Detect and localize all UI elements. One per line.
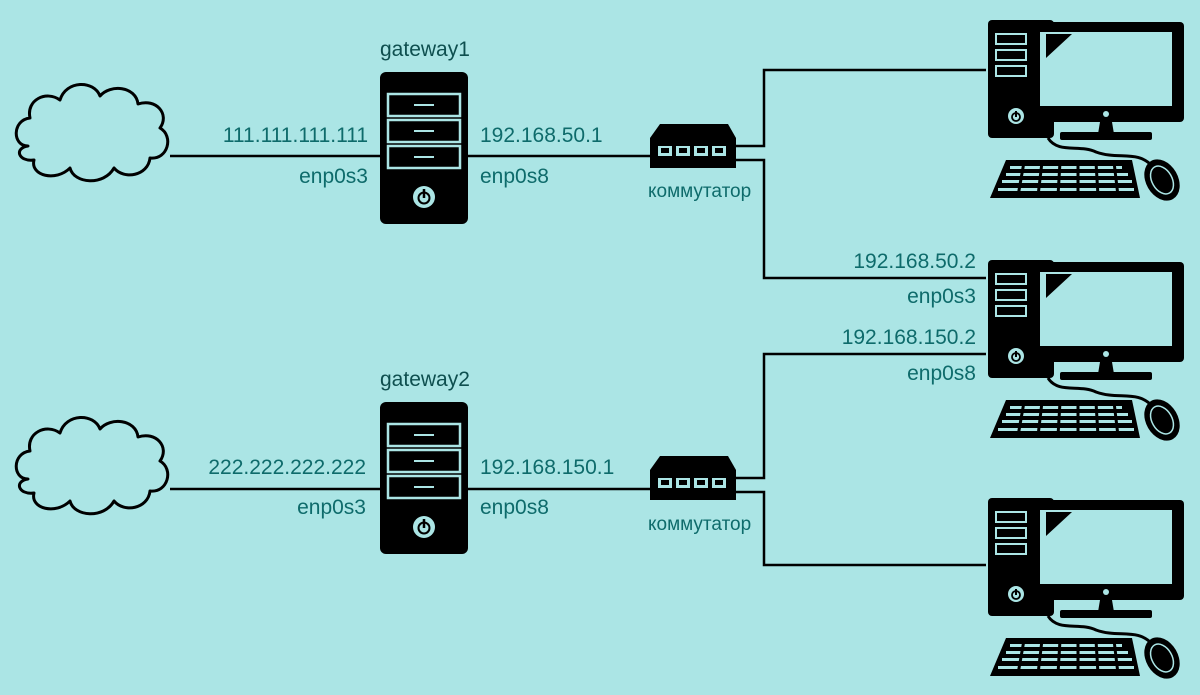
workstation-middle-ip1: 192.168.50.2 [853, 250, 976, 273]
gateway2-hostname: gateway2 [380, 368, 470, 391]
gateway2-lan-ip: 192.168.150.1 [480, 456, 615, 479]
switch2-label: коммутатор [648, 514, 752, 535]
gateway2-wan-ip: 222.222.222.222 [208, 456, 366, 479]
gateway1-wan-ip: 111.111.111.111 [222, 124, 368, 147]
gateway1-lan-iface: enp0s8 [480, 165, 549, 188]
internet-cloud-2 [14, 415, 170, 516]
gateway2-lan-iface: enp0s8 [480, 496, 549, 519]
switch1-label: коммутатор [648, 181, 752, 202]
workstation-middle-iface2: enp0s8 [907, 362, 976, 385]
gateway1-lan-ip: 192.168.50.1 [480, 124, 603, 147]
workstation-middle [986, 258, 1189, 449]
workstation-bottom [986, 496, 1189, 687]
gateway1-wan-iface: enp0s3 [299, 165, 368, 188]
gateway1-hostname: gateway1 [380, 38, 470, 61]
workstation-top [986, 18, 1189, 209]
connection-lines [170, 68, 986, 567]
internet-cloud-1 [14, 82, 170, 183]
gateway2-wan-iface: enp0s3 [297, 496, 366, 519]
switch-1 [650, 124, 736, 168]
gateway2-server [378, 400, 470, 556]
switch-2 [650, 456, 736, 500]
workstation-middle-ip2: 192.168.150.2 [841, 326, 976, 349]
gateway1-server [378, 70, 470, 226]
workstation-middle-iface1: enp0s3 [907, 285, 976, 308]
